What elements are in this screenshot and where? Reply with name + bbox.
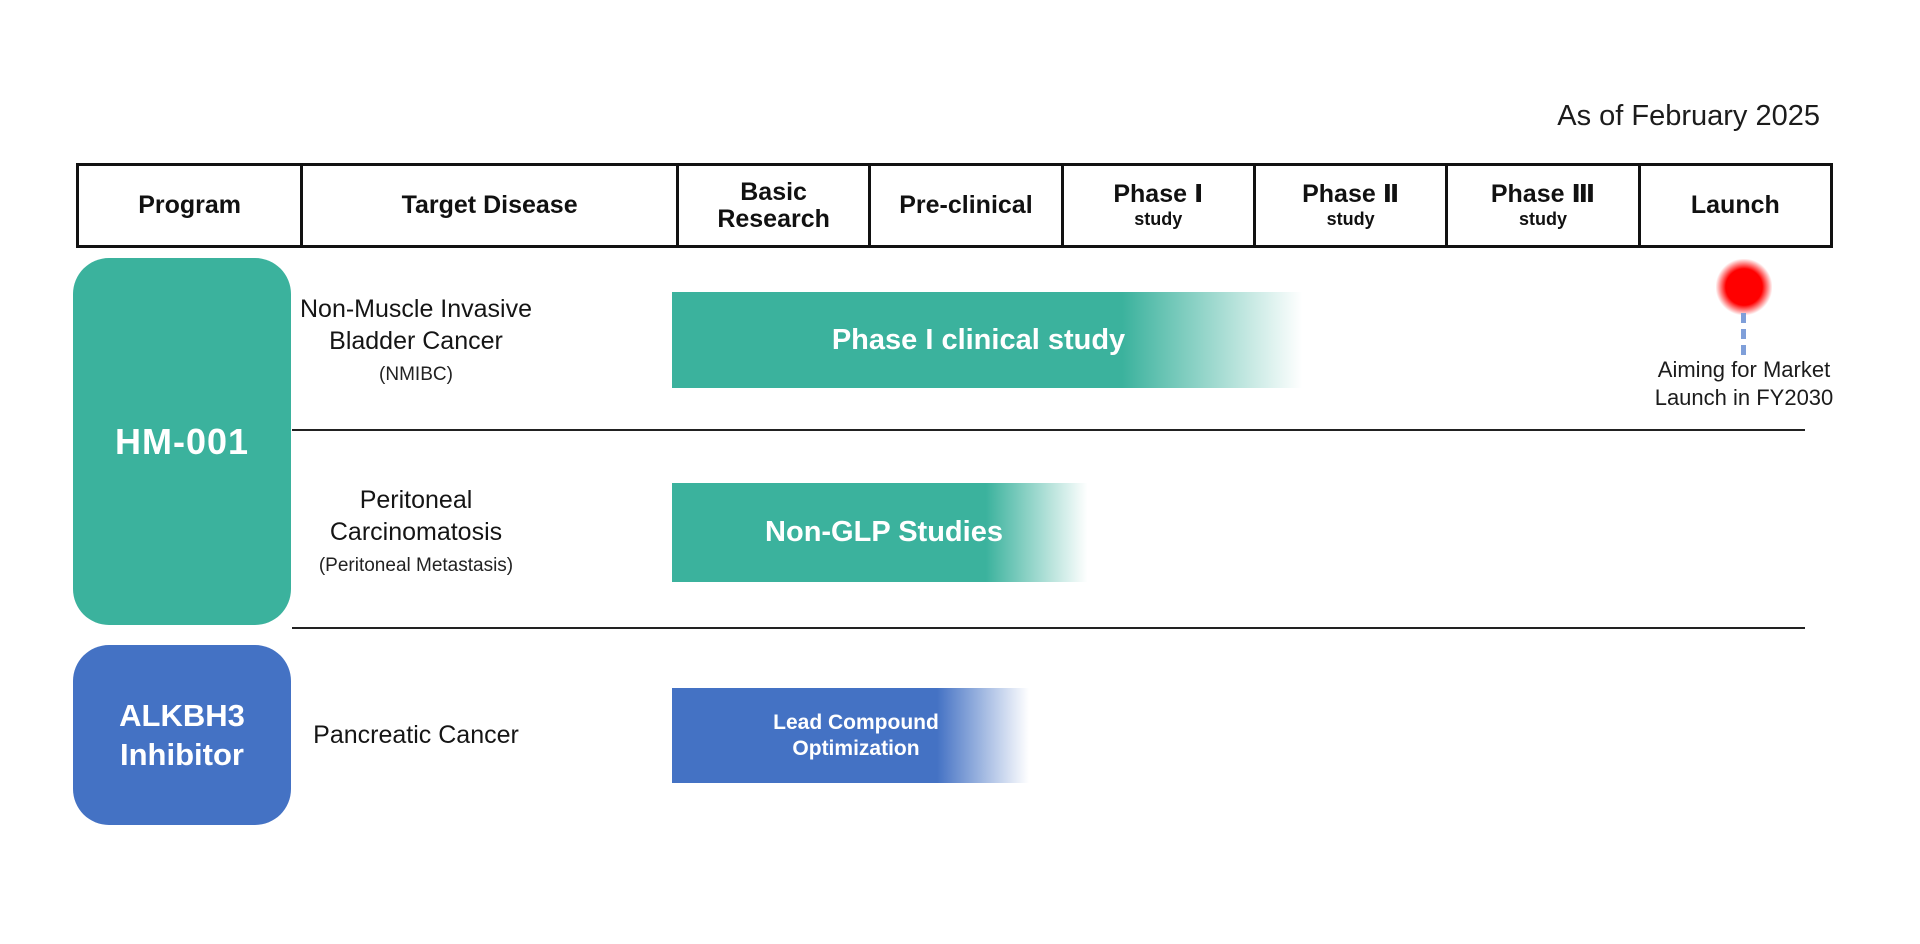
header-sublabel: study bbox=[1518, 209, 1567, 230]
header-cell-phase3: Phase Ⅲ study bbox=[1445, 166, 1637, 245]
milestone-annotation: Aiming for Market Launch in FY2030 bbox=[1634, 356, 1854, 412]
header-cell-launch: Launch bbox=[1637, 166, 1830, 245]
progress-bar-label-line2: Optimization bbox=[792, 736, 920, 760]
target-disease-peritoneal-carcinomatosis: Peritoneal Carcinomatosis (Peritoneal Me… bbox=[288, 484, 544, 577]
program-box-hm001: HM-001 bbox=[73, 258, 291, 625]
header-cell-preclinical: Pre-clinical bbox=[868, 166, 1060, 245]
phase-header-table: Program Target Disease Basic Research Pr… bbox=[76, 163, 1833, 248]
row-separator bbox=[292, 627, 1805, 629]
disease-abbreviation: (NMIBC) bbox=[379, 364, 453, 385]
header-label: Phase Ⅲ bbox=[1490, 180, 1596, 209]
header-label: Phase Ⅰ bbox=[1113, 180, 1204, 209]
program-box-alkbh3-inhibitor: ALKBH3 Inhibitor bbox=[73, 645, 291, 825]
progress-bar-label-line1: Lead Compound bbox=[773, 710, 939, 734]
milestone-connector-line bbox=[1741, 313, 1746, 355]
program-name-line2: Inhibitor bbox=[120, 737, 244, 772]
header-label: Program bbox=[138, 191, 242, 219]
disease-abbreviation: (Peritoneal Metastasis) bbox=[318, 555, 514, 576]
header-cell-program: Program bbox=[79, 166, 300, 245]
header-cell-basic-research: Basic Research bbox=[675, 166, 868, 245]
target-disease-pancreatic-cancer: Pancreatic Cancer bbox=[288, 719, 544, 751]
disease-name-line: Carcinomatosis bbox=[329, 518, 503, 546]
header-cell-target-disease: Target Disease bbox=[300, 166, 676, 245]
header-label: Pre-clinical bbox=[899, 191, 1033, 219]
progress-bar-phase1-clinical-study: Phase I clinical study bbox=[672, 292, 1315, 388]
header-sublabel: study bbox=[1134, 209, 1183, 230]
row-separator bbox=[292, 429, 1805, 431]
header-label: Launch bbox=[1690, 191, 1780, 219]
disease-name-line: Pancreatic Cancer bbox=[313, 721, 519, 749]
progress-bar-lead-compound-optimization: Lead Compound Optimization bbox=[672, 688, 1040, 783]
disease-name-line: Peritoneal bbox=[359, 486, 473, 514]
target-disease-nmibc: Non-Muscle Invasive Bladder Cancer (NMIB… bbox=[288, 293, 544, 386]
header-label: Research bbox=[717, 204, 830, 233]
disease-name-line: Bladder Cancer bbox=[329, 327, 503, 355]
header-label: Phase Ⅱ bbox=[1302, 180, 1400, 209]
program-name-line1: ALKBH3 bbox=[119, 698, 245, 733]
header-label: Target Disease bbox=[401, 191, 578, 219]
as-of-date: As of February 2025 bbox=[1557, 100, 1820, 132]
progress-bar-label: Non-GLP Studies bbox=[765, 516, 1003, 548]
milestone-annotation-line1: Aiming for Market bbox=[1657, 357, 1831, 382]
progress-bar-non-glp-studies: Non-GLP Studies bbox=[672, 483, 1096, 582]
header-sublabel: study bbox=[1326, 209, 1375, 230]
progress-bar-label: Phase I clinical study bbox=[831, 323, 1126, 356]
header-cell-phase1: Phase Ⅰ study bbox=[1060, 166, 1253, 245]
header-label: Basic bbox=[740, 177, 807, 206]
header-cell-phase2: Phase Ⅱ study bbox=[1252, 166, 1445, 245]
milestone-annotation-line2: Launch in FY2030 bbox=[1654, 385, 1834, 410]
program-name: HM-001 bbox=[114, 420, 250, 462]
disease-name-line: Non-Muscle Invasive bbox=[299, 295, 533, 323]
milestone-marker-icon bbox=[1716, 259, 1772, 315]
